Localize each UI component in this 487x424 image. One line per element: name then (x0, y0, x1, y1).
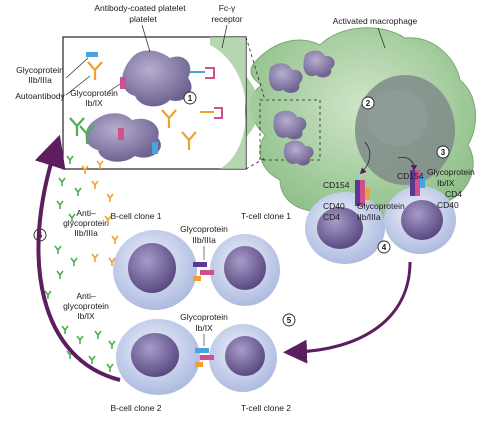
label-gp-ib-ix-inset-2: Ib/IX (85, 98, 103, 108)
b-cell-clone-2 (116, 319, 200, 395)
antibody-icon (76, 335, 84, 344)
antibody-icon (68, 213, 76, 222)
antibody-icon (56, 200, 64, 209)
t-cell-clone-2 (209, 324, 277, 392)
antibody-icon (91, 180, 99, 189)
label-cd4-right: CD4 (445, 189, 462, 199)
svg-text:5: 5 (287, 316, 292, 325)
label-fc-receptor-line1: Fc-γ (219, 3, 236, 13)
label-b-cell-clone-1: B-cell clone 1 (110, 211, 161, 221)
step-5-marker: 5 (282, 313, 296, 327)
b-t-synapse-1 (193, 262, 214, 281)
step-2-marker: 2 (361, 96, 375, 110)
label-gp-clone2-2: Ib/IX (195, 323, 213, 333)
label-gp-left-1: Glycoprotein (357, 201, 405, 211)
antibody-icon (74, 187, 82, 196)
antibody-icon (56, 270, 64, 279)
b-t-synapse-2 (195, 348, 214, 367)
platelets-approaching (268, 50, 335, 166)
antibody-icon (111, 235, 119, 244)
antibody-icon (58, 177, 66, 186)
label-platelet: platelet (129, 14, 157, 24)
antibody-icon (108, 340, 116, 349)
antibody-icon (61, 325, 69, 334)
svg-text:2: 2 (366, 99, 371, 108)
autoantibody-inset (69, 61, 197, 150)
label-cd40-right: CD40 (437, 200, 459, 210)
label-gp-left-2: IIb/IIIa (357, 212, 381, 222)
receptor-complex-ib-ix (410, 170, 425, 196)
svg-text:1: 1 (188, 94, 193, 103)
label-activated-macrophage: Activated macrophage (333, 16, 418, 26)
b-cell-clone-1 (113, 230, 197, 310)
label-autoantibody: Autoantibody (15, 91, 65, 101)
label-fc-receptor-line2: receptor (211, 14, 242, 24)
antibody-field (44, 155, 119, 372)
antibody-icon (88, 355, 96, 364)
label-cd4-left: CD4 (323, 212, 340, 222)
step-1-marker: 1 (183, 91, 197, 105)
label-gp-clone2-1: Glycoprotein (180, 312, 228, 322)
t-cell-clone-1 (210, 234, 280, 306)
label-gp-right-1: Glycoprotein (427, 167, 475, 177)
arrow-recycle-left (34, 134, 121, 382)
receptor-complex-iib-iiia (355, 180, 370, 206)
label-cd40-left: CD40 (323, 201, 345, 211)
label-anti-iib-3: IIb/IIIa (74, 228, 98, 238)
apc-cell-right (384, 186, 456, 254)
label-b-cell-clone-2: B-cell clone 2 (110, 403, 161, 413)
antibody-icon (94, 330, 102, 339)
step-4-marker: 4 (377, 240, 391, 254)
label-gp-ib-ix-inset-1: Glycoprotein (70, 88, 118, 98)
label-t-cell-clone-2: T-cell clone 2 (241, 403, 291, 413)
antibody-icon (54, 245, 62, 254)
antibody-icon (44, 290, 52, 299)
svg-text:4: 4 (382, 243, 387, 252)
label-anti-ib-2: glycoprotein (63, 301, 109, 311)
activated-macrophage (250, 27, 477, 225)
label-anti-iib-1: Anti– (76, 208, 96, 218)
arrow-to-clone2 (283, 261, 412, 364)
antibody-icon (106, 363, 114, 372)
label-antibody-coated-platelet: Antibody-coated platelet (94, 3, 186, 13)
label-gp-clone1-1: Glycoprotein (180, 224, 228, 234)
label-anti-iib-2: glycoprotein (63, 218, 109, 228)
apc-cell-left (305, 192, 385, 264)
svg-text:3: 3 (441, 148, 446, 157)
label-anti-ib-3: Ib/IX (77, 311, 95, 321)
label-cd154-right: CD154 (397, 171, 424, 181)
label-gp-right-2: Ib/IX (437, 178, 455, 188)
platelet-inset-1 (122, 50, 192, 107)
antibody-icon (81, 165, 89, 174)
antibody-icon (91, 253, 99, 262)
antibody-icon (66, 155, 74, 164)
antibody-icon (106, 193, 114, 202)
antibody-icon (104, 215, 112, 224)
label-gp-clone1-2: IIb/IIIa (192, 235, 216, 245)
label-anti-ib-1: Anti– (76, 291, 96, 301)
step-3-marker: 3 (436, 145, 450, 159)
label-t-cell-clone-1: T-cell clone 1 (241, 211, 291, 221)
antibody-icon (96, 160, 104, 169)
label-gp-iib-iiia-left-1: Glycoprotein (16, 65, 64, 75)
label-cd154-left: CD154 (323, 180, 350, 190)
inset-panel (62, 36, 247, 170)
antibody-icon (108, 257, 116, 266)
antibody-icon (70, 257, 78, 266)
label-gp-iib-iiia-left-2: IIb/IIIa (28, 75, 52, 85)
